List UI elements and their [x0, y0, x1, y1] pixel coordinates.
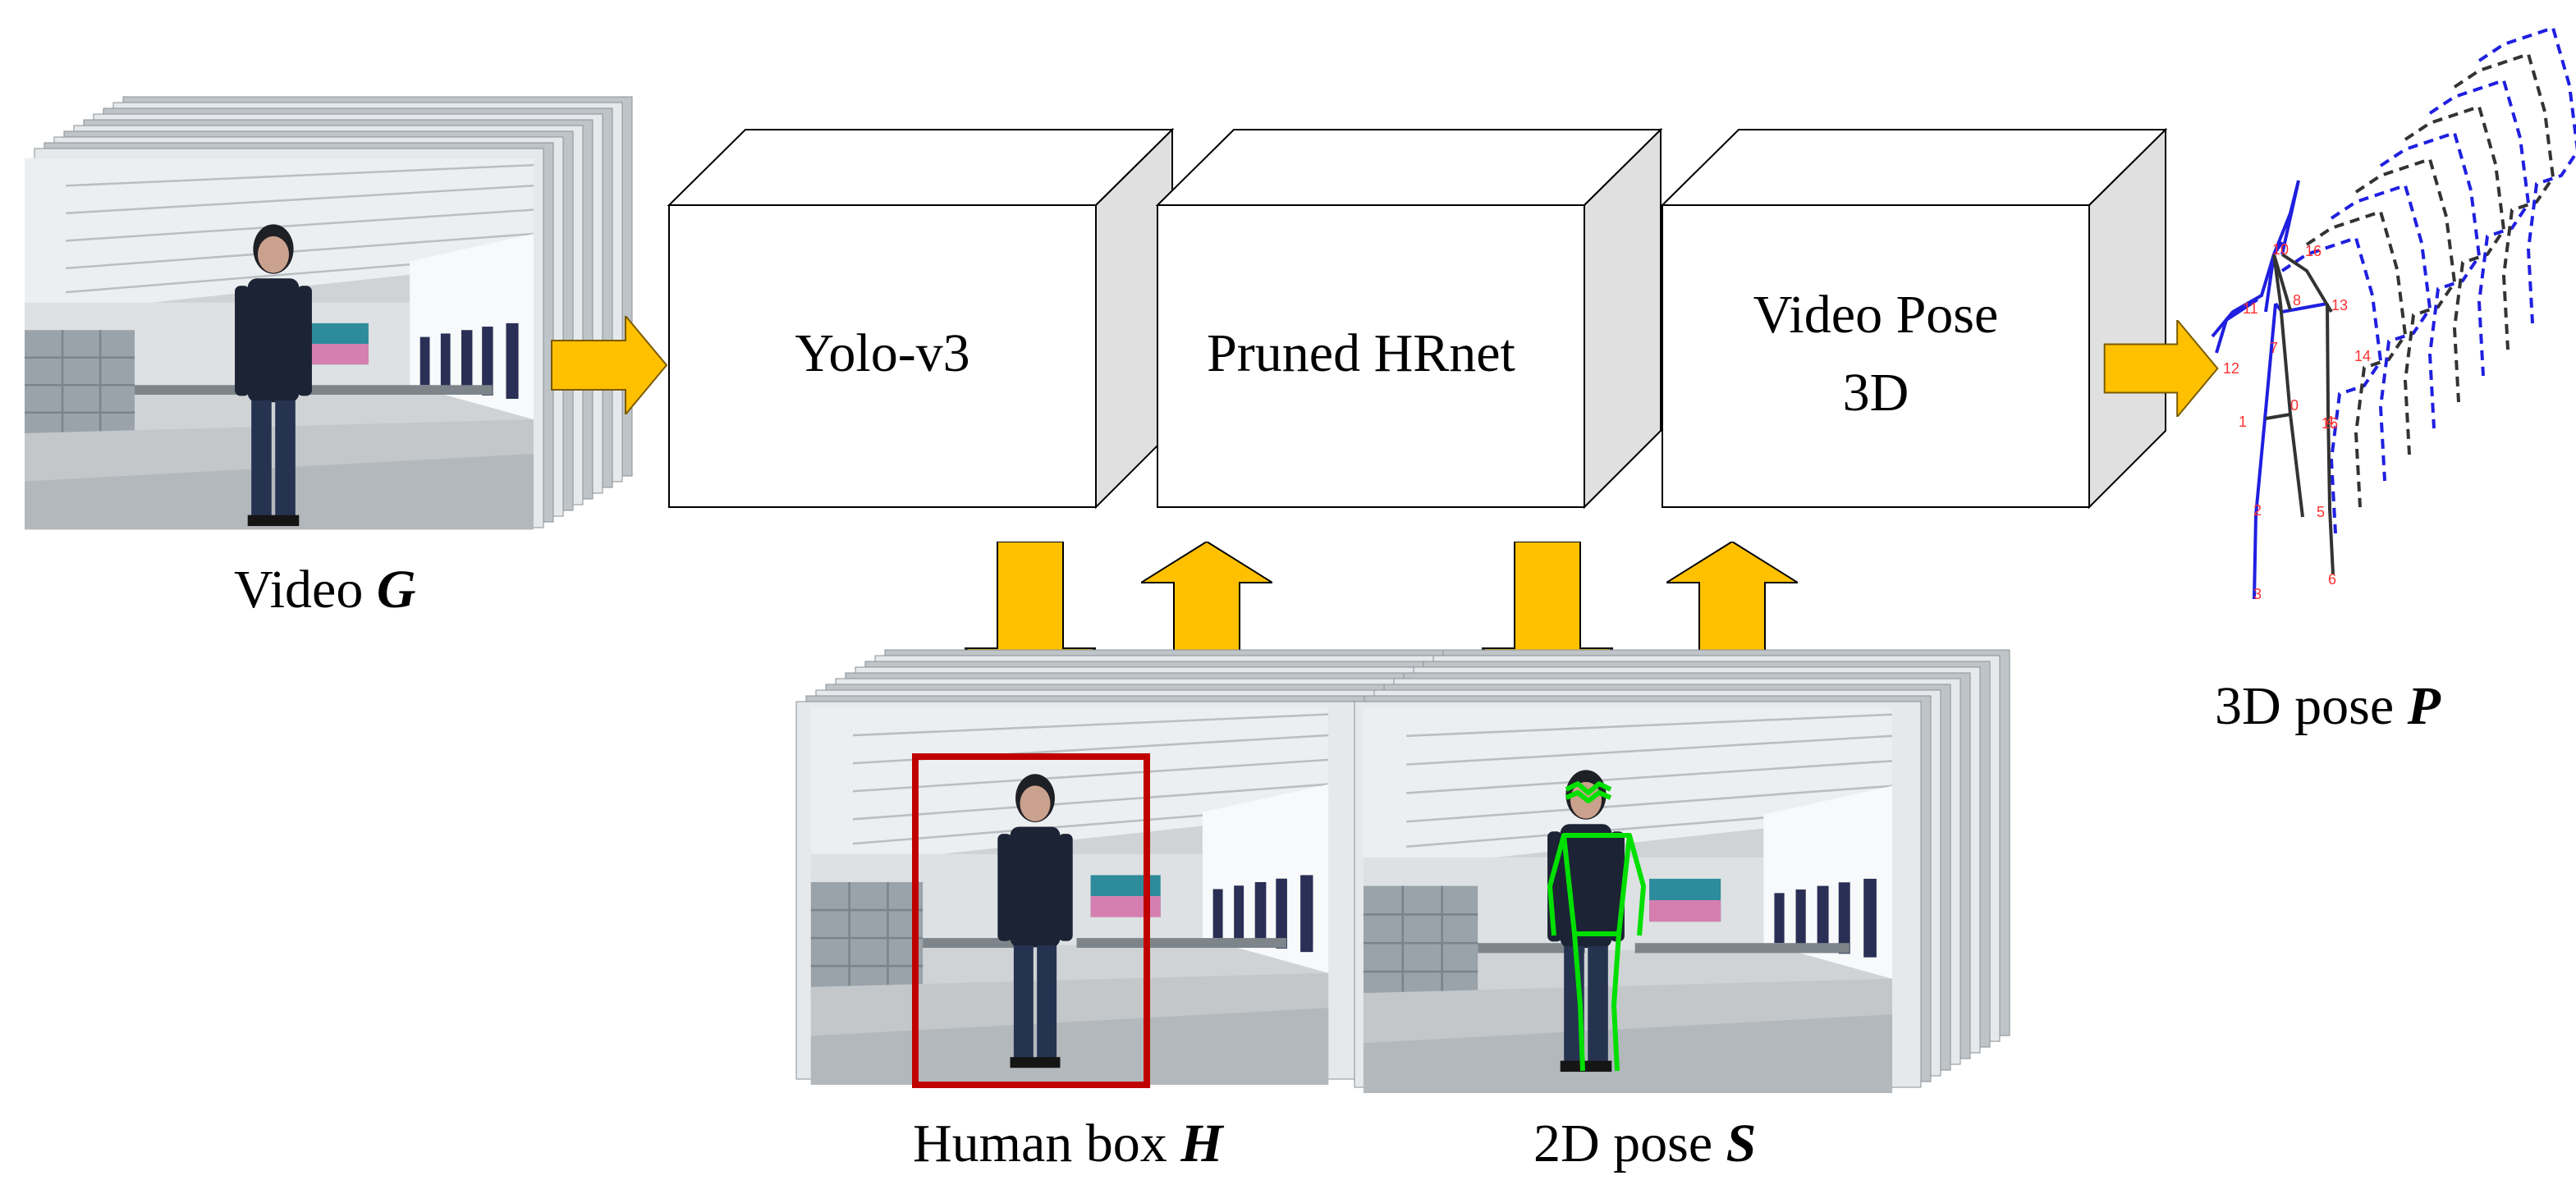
- pose-2d-skeleton: [1547, 781, 1646, 1072]
- joint-number-label: 11: [2243, 300, 2258, 317]
- pose-3d-label: 3D pose P: [2215, 676, 2441, 736]
- joint-number-label: 0: [2290, 397, 2299, 414]
- pose-3d-ghost-skeleton: [2453, 52, 2555, 350]
- joint-number-label: 2: [2253, 502, 2262, 519]
- joint-number-label: 16: [2305, 243, 2322, 259]
- joint-number-label: 14: [2354, 348, 2371, 364]
- stage-box-yolo: Yolo-v3: [667, 127, 1175, 510]
- pose-3d-ghost-skeleton: [2379, 130, 2482, 429]
- joint-number-label: 15: [2322, 415, 2338, 432]
- pose-3d-ghost-skeleton: [2280, 236, 2383, 534]
- joint-number-label: 6: [2328, 571, 2336, 588]
- human-box-label: Human box H: [913, 1114, 1225, 1173]
- pose-3d-ghost-skeleton: [2428, 78, 2531, 377]
- pose-3d-front-skeleton: [2211, 180, 2335, 600]
- pose-3d-ghost-skeleton: [2354, 157, 2457, 455]
- joint-number-label: 8: [2293, 292, 2301, 309]
- joint-number-label: 12: [2223, 360, 2239, 377]
- input-video-label: Video G: [234, 560, 416, 620]
- input-video-stack: [25, 96, 633, 531]
- stage-box-videopose3d: Video Pose 3D: [1660, 127, 2168, 510]
- stage-label-hrnet: Pruned HRnet: [1207, 323, 1515, 383]
- joint-number-label: 3: [2253, 586, 2262, 602]
- stage-label-videopose3d-line1: Video Pose: [1753, 285, 1999, 345]
- pose-3d-ghost-skeleton: [2477, 25, 2576, 324]
- pose-3d-ghost-skeleton: [2404, 104, 2506, 403]
- human-box-frame: [809, 707, 1330, 1088]
- joint-number-label: 7: [2270, 340, 2278, 356]
- human-bounding-box: [912, 753, 1150, 1088]
- joint-number-label: 10: [2272, 241, 2289, 258]
- pose-2d-stack: [1354, 649, 2010, 1093]
- joint-number-label: 13: [2331, 297, 2348, 313]
- pose-2d-frame: [1362, 707, 1894, 1093]
- pose-2d-label: 2D pose S: [1533, 1114, 1756, 1173]
- pose-3d-ghost-skeleton: [2330, 183, 2432, 482]
- joint-number-label: 1: [2239, 414, 2247, 430]
- human-box-stack: [795, 649, 1452, 1088]
- joint-number-label: 4: [2326, 414, 2334, 430]
- stage-label-videopose3d-line2: 3D: [1843, 363, 1909, 423]
- stage-label-yolo: Yolo-v3: [795, 323, 969, 383]
- joint-number-label: 5: [2317, 504, 2325, 520]
- input-video-frame: [25, 157, 534, 531]
- stage-box-hrnet: Pruned HRnet: [1155, 127, 1663, 510]
